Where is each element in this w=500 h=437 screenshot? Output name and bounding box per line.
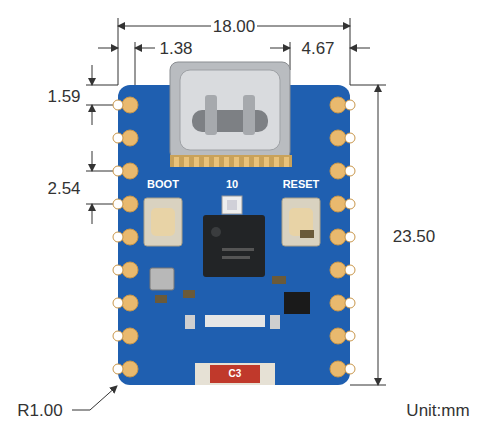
castellated-pad xyxy=(122,361,138,377)
usb-pin xyxy=(264,157,269,167)
dimension: 4.67 xyxy=(299,40,336,57)
castellation xyxy=(345,298,355,308)
dimension: 1.59 xyxy=(45,88,82,105)
castellated-pad xyxy=(122,130,138,146)
castellation xyxy=(113,100,123,110)
castellated-pad xyxy=(122,196,138,212)
castellation xyxy=(345,100,355,110)
dimension: 23.50 xyxy=(391,228,438,245)
usb-pin xyxy=(244,157,249,167)
usb-pin xyxy=(224,157,229,167)
usb-pin xyxy=(284,157,289,167)
castellation xyxy=(345,232,355,242)
antenna-marking: C3 xyxy=(229,369,242,379)
dimension: 18.00 xyxy=(211,18,258,35)
castellation xyxy=(113,199,123,209)
castellation xyxy=(113,265,123,275)
usb-pin xyxy=(204,157,209,167)
silkscreen-label: 10 xyxy=(226,179,238,190)
usb-pin xyxy=(254,157,259,167)
castellation xyxy=(113,232,123,242)
usb-pin xyxy=(274,157,279,167)
castellated-pad xyxy=(330,262,346,278)
castellation xyxy=(345,331,355,341)
castellated-pad xyxy=(122,328,138,344)
castellation xyxy=(345,199,355,209)
usb-pin xyxy=(184,157,189,167)
silkscreen-label: RESET xyxy=(283,179,320,190)
castellated-pad xyxy=(330,295,346,311)
usb-pin xyxy=(214,157,219,167)
usb-pin xyxy=(234,157,239,167)
castellation xyxy=(345,133,355,143)
callout: R1.00 xyxy=(15,402,64,419)
castellated-pad xyxy=(330,97,346,113)
dimension: 2.54 xyxy=(45,180,82,197)
dimension: 1.38 xyxy=(157,40,194,57)
castellated-pad xyxy=(122,262,138,278)
castellated-pad xyxy=(122,229,138,245)
castellation xyxy=(345,364,355,374)
castellated-pad xyxy=(330,196,346,212)
castellated-pad xyxy=(330,163,346,179)
castellated-pad xyxy=(330,328,346,344)
castellated-pad xyxy=(122,97,138,113)
castellated-pad xyxy=(330,361,346,377)
castellation xyxy=(113,364,123,374)
castellated-pad xyxy=(122,295,138,311)
castellation xyxy=(345,265,355,275)
castellated-pad xyxy=(330,130,346,146)
castellation xyxy=(113,166,123,176)
usb-pin xyxy=(174,157,179,167)
castellated-pad xyxy=(122,163,138,179)
castellation xyxy=(345,166,355,176)
silkscreen-label: BOOT xyxy=(147,179,179,190)
usb-pin xyxy=(194,157,199,167)
castellation xyxy=(113,331,123,341)
castellation xyxy=(113,298,123,308)
castellated-pad xyxy=(330,229,346,245)
unit-note: Unit:mm xyxy=(404,402,471,419)
castellation xyxy=(113,133,123,143)
